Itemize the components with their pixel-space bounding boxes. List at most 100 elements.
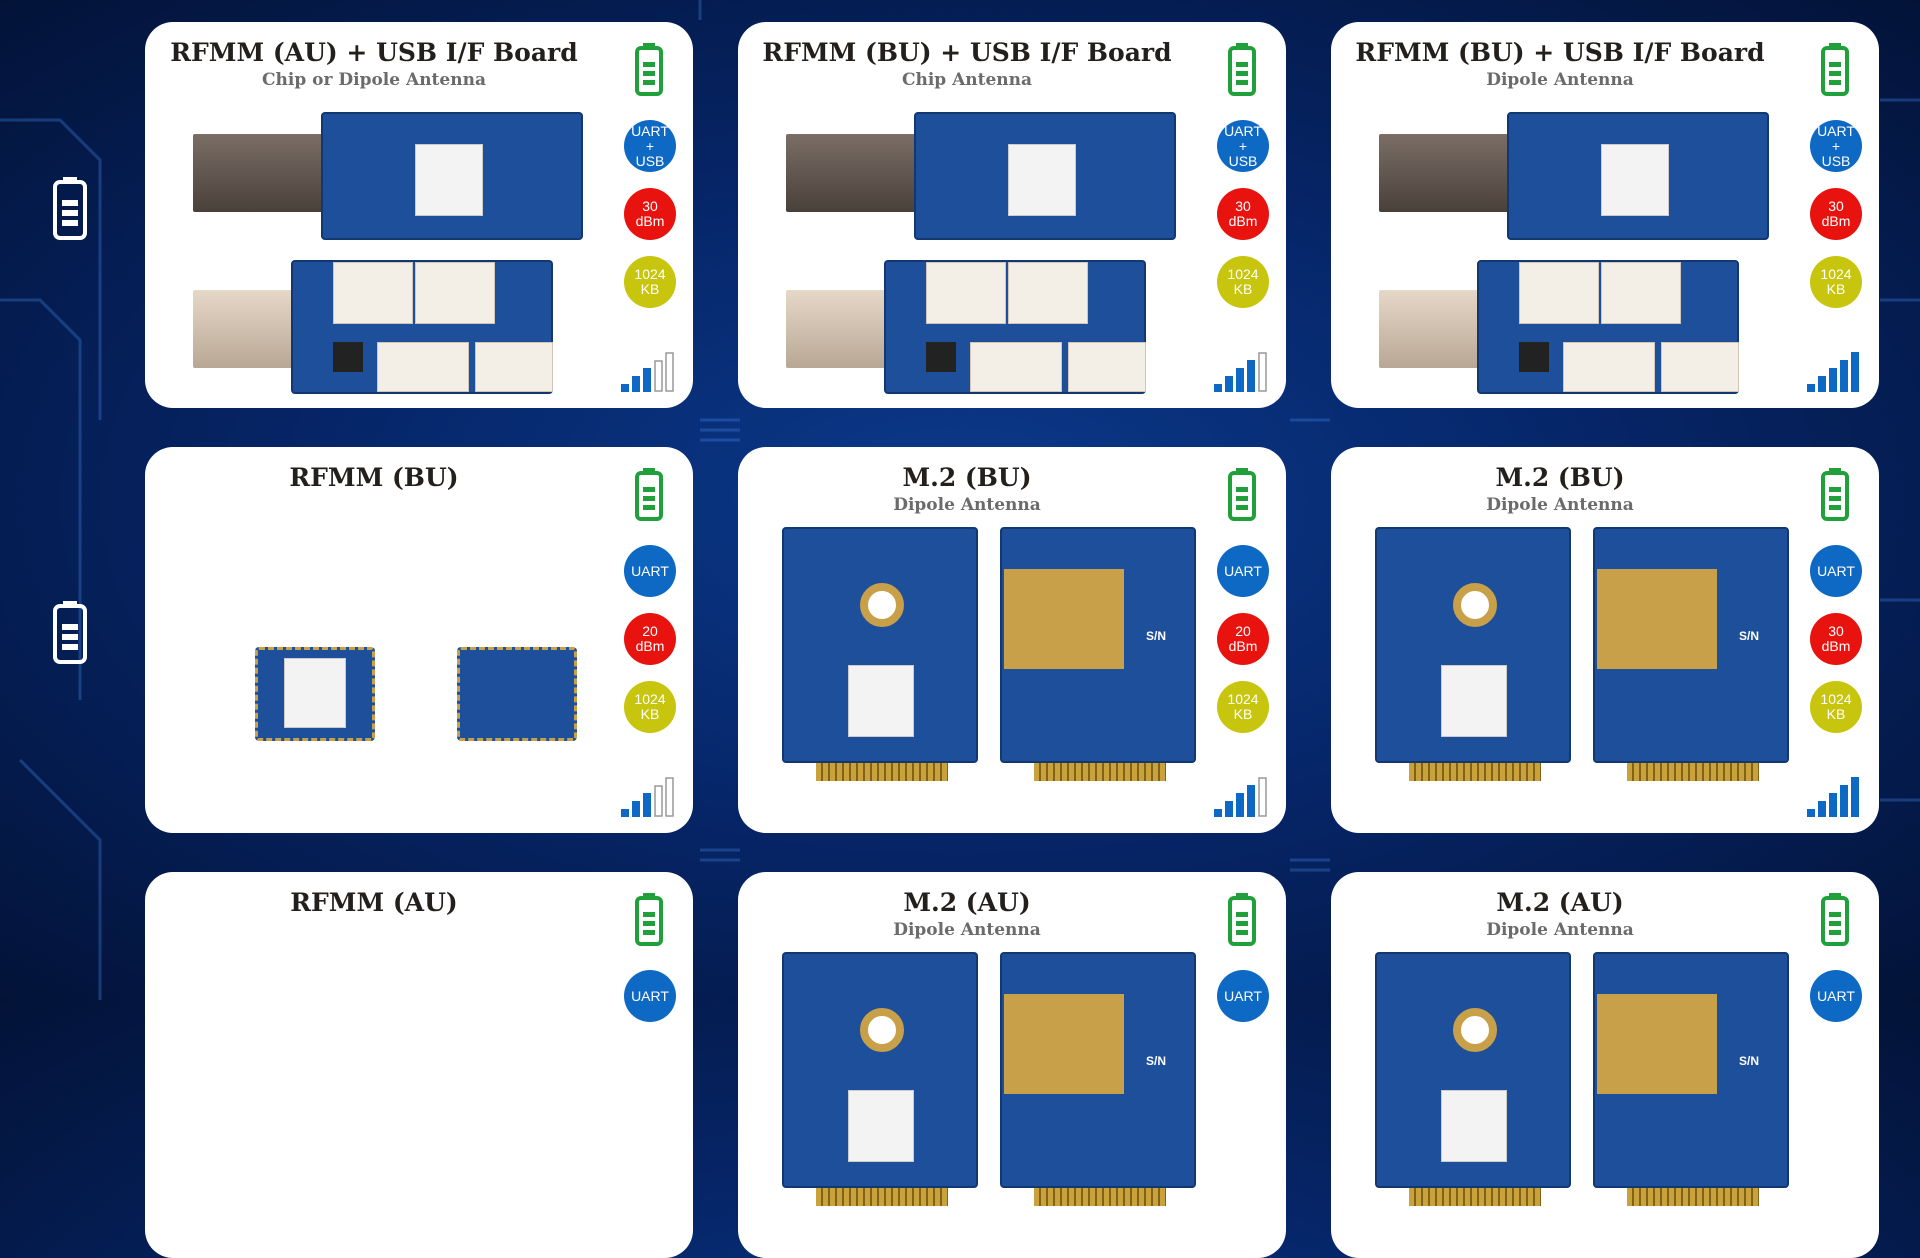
spec-column: UART: [621, 892, 677, 1242]
signal-bar: [1818, 376, 1826, 392]
battery-icon: [635, 468, 663, 521]
usb-if-board: [884, 260, 1146, 394]
signal-bar: [643, 793, 651, 817]
gold-fingers: [1034, 763, 1166, 781]
board-image: [778, 112, 1178, 394]
board-image: S/N: [782, 527, 1196, 807]
memory-badge: 1024 KB: [1217, 256, 1269, 308]
rfmm-module-back: [457, 647, 577, 741]
m2-board-back: S/N: [1000, 527, 1196, 763]
signal-bar: [1258, 352, 1267, 392]
signal-bar: [632, 801, 640, 817]
signal-bar: [632, 376, 640, 392]
card-subtitle: Chip or Dipole Antenna: [262, 70, 486, 90]
gold-fingers: [1409, 763, 1541, 781]
signal-bar: [1840, 785, 1848, 817]
signal-strength-icon: [1807, 352, 1859, 392]
signal-bar: [1829, 368, 1837, 392]
board-image: [185, 962, 585, 1242]
signal-bar: [1236, 368, 1244, 392]
product-card[interactable]: M.2 (AU) Dipole Antenna S/N UART: [738, 872, 1286, 1258]
usb-connector: [1379, 134, 1509, 212]
product-card[interactable]: RFMM (BU) + USB I/F Board Dipole Antenna…: [1331, 22, 1879, 408]
rfmm-board: [1507, 112, 1769, 240]
board-image: S/N: [1375, 527, 1789, 807]
signal-bar: [1851, 352, 1859, 392]
battery-icon: [1821, 893, 1849, 946]
signal-bar: [1840, 360, 1848, 392]
card-title: RFMM (AU): [290, 888, 458, 917]
card-title: M.2 (BU): [902, 463, 1032, 492]
board-image: S/N: [782, 952, 1196, 1232]
battery-icon: [635, 43, 663, 96]
usb-connector: [193, 290, 293, 368]
card-subtitle: Dipole Antenna: [1486, 495, 1634, 515]
signal-bar: [1829, 793, 1837, 817]
battery-icon: [53, 601, 87, 664]
signal-bar: [1247, 785, 1255, 817]
card-subtitle: Dipole Antenna: [1486, 70, 1634, 90]
interface-badge: UART: [1217, 545, 1269, 597]
product-card[interactable]: RFMM (BU) + USB I/F Board Chip Antenna U…: [738, 22, 1286, 408]
card-title: RFMM (BU) + USB I/F Board: [1355, 38, 1765, 67]
signal-bar: [1214, 384, 1222, 392]
m2-board-front: [1375, 952, 1571, 1188]
m2-board-back: S/N: [1593, 527, 1789, 763]
card-title: M.2 (AU): [903, 888, 1031, 917]
usb-connector: [786, 290, 886, 368]
battery-icon: [1228, 43, 1256, 96]
signal-strength-icon: [1214, 777, 1267, 817]
usb-if-board: [291, 260, 553, 394]
power-badge: 30 dBm: [624, 188, 676, 240]
card-subtitle: Dipole Antenna: [1486, 920, 1634, 940]
usb-connector: [193, 134, 323, 212]
battery-icon: [635, 893, 663, 946]
product-card[interactable]: RFMM (AU) + USB I/F Board Chip or Dipole…: [145, 22, 693, 408]
card-subtitle: Dipole Antenna: [893, 920, 1041, 940]
board-image: S/N: [1375, 952, 1789, 1232]
power-badge: 30 dBm: [1217, 188, 1269, 240]
signal-bar: [621, 384, 629, 392]
usb-connector: [786, 134, 916, 212]
gold-fingers: [1627, 1188, 1759, 1206]
memory-badge: 1024 KB: [1810, 256, 1862, 308]
card-title: RFMM (BU) + USB I/F Board: [762, 38, 1172, 67]
signal-bar: [643, 368, 651, 392]
gold-fingers: [1034, 1188, 1166, 1206]
power-badge: 20 dBm: [624, 613, 676, 665]
board-image: [1371, 112, 1771, 394]
board-image: [185, 537, 585, 817]
memory-badge: 1024 KB: [624, 681, 676, 733]
product-card[interactable]: M.2 (AU) Dipole Antenna S/N UART: [1331, 872, 1879, 1258]
gold-fingers: [1627, 763, 1759, 781]
signal-bar: [1225, 801, 1233, 817]
signal-bar: [1818, 801, 1826, 817]
signal-bar: [621, 809, 629, 817]
battery-icon: [53, 177, 87, 240]
signal-bar: [1247, 360, 1255, 392]
power-badge: 20 dBm: [1217, 613, 1269, 665]
usb-connector: [1379, 290, 1479, 368]
m2-board-back: S/N: [1593, 952, 1789, 1188]
card-subtitle: Chip Antenna: [901, 70, 1033, 90]
power-badge: 30 dBm: [1810, 188, 1862, 240]
interface-badge: UART + USB: [1810, 120, 1862, 172]
usb-if-board: [1477, 260, 1739, 394]
rfmm-module-front: [255, 647, 375, 741]
signal-bar: [1236, 793, 1244, 817]
interface-badge: UART + USB: [624, 120, 676, 172]
interface-badge: UART: [1217, 970, 1269, 1022]
signal-bar: [1807, 809, 1815, 817]
product-card[interactable]: RFMM (AU) UART: [145, 872, 693, 1258]
interface-badge: UART: [624, 970, 676, 1022]
card-subtitle: Dipole Antenna: [893, 495, 1041, 515]
card-title: RFMM (AU) + USB I/F Board: [170, 38, 578, 67]
signal-strength-icon: [621, 352, 674, 392]
